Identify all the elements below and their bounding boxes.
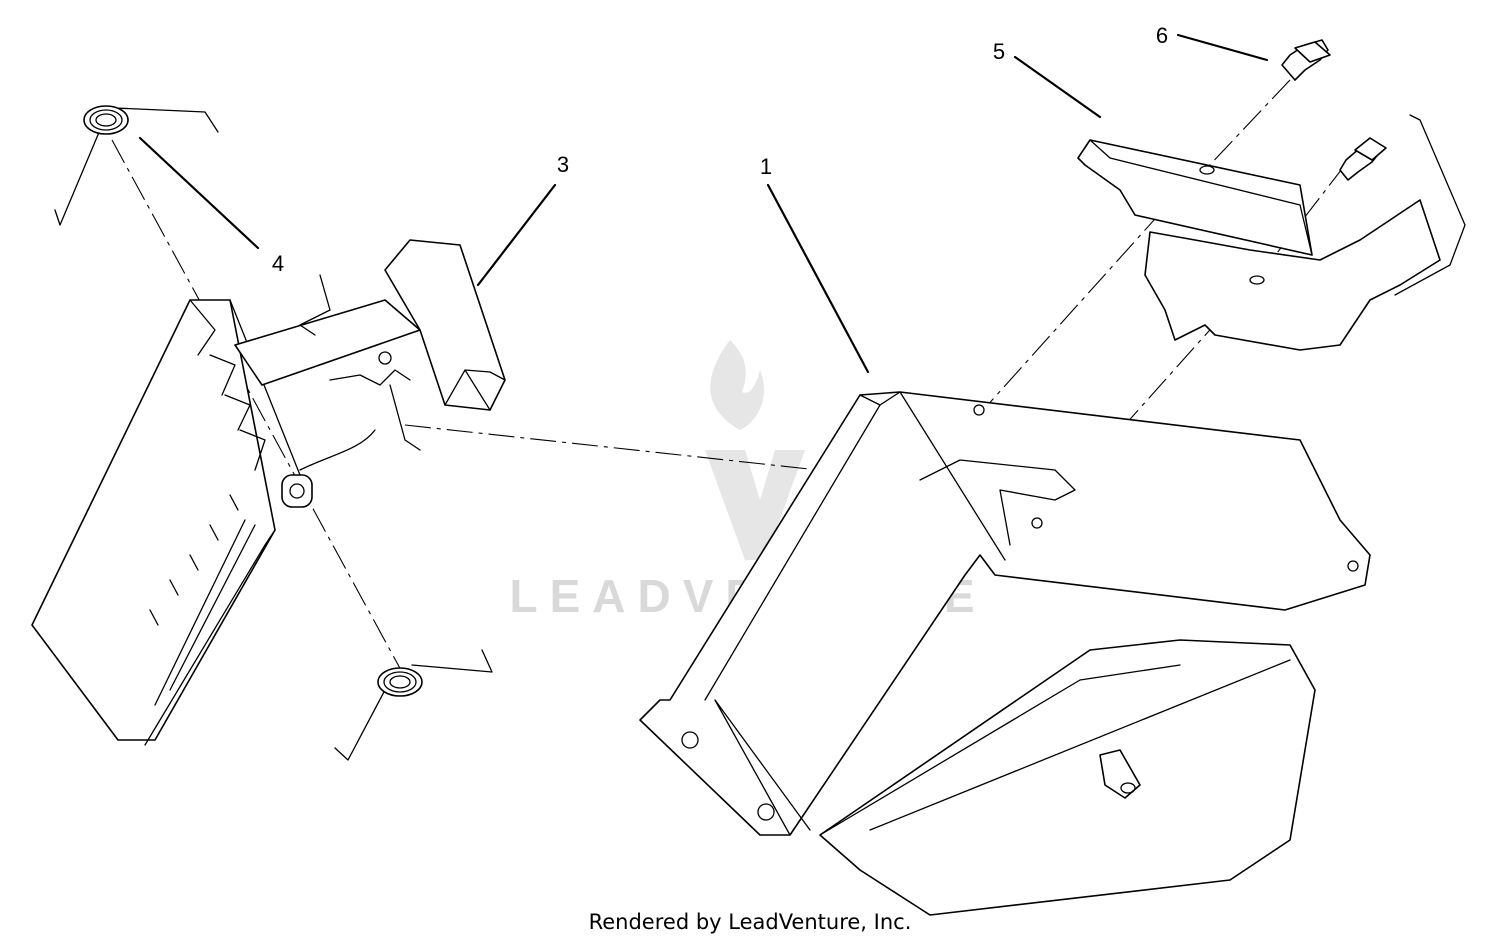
deflector-door [31,299,313,746]
callout-leaders [138,33,1269,374]
callout-4: 4 [272,251,284,276]
mounting-plate [1077,114,1466,351]
discharge-chute [639,391,1371,916]
callout-6: 6 [1156,23,1168,48]
torsion-spring-lower [334,649,493,761]
v-logo-icon [705,450,805,560]
hinge-bracket [234,239,506,471]
callout-5: 5 [993,39,1005,64]
hex-bolt-upper [1281,39,1331,81]
callout-1: 1 [760,154,772,179]
render-credit: Rendered by LeadVenture, Inc. [588,910,912,934]
flame-logo-icon [710,340,764,430]
hex-bolt-lower [1339,137,1387,181]
torsion-spring-upper [54,105,219,226]
callout-3: 3 [557,152,569,177]
